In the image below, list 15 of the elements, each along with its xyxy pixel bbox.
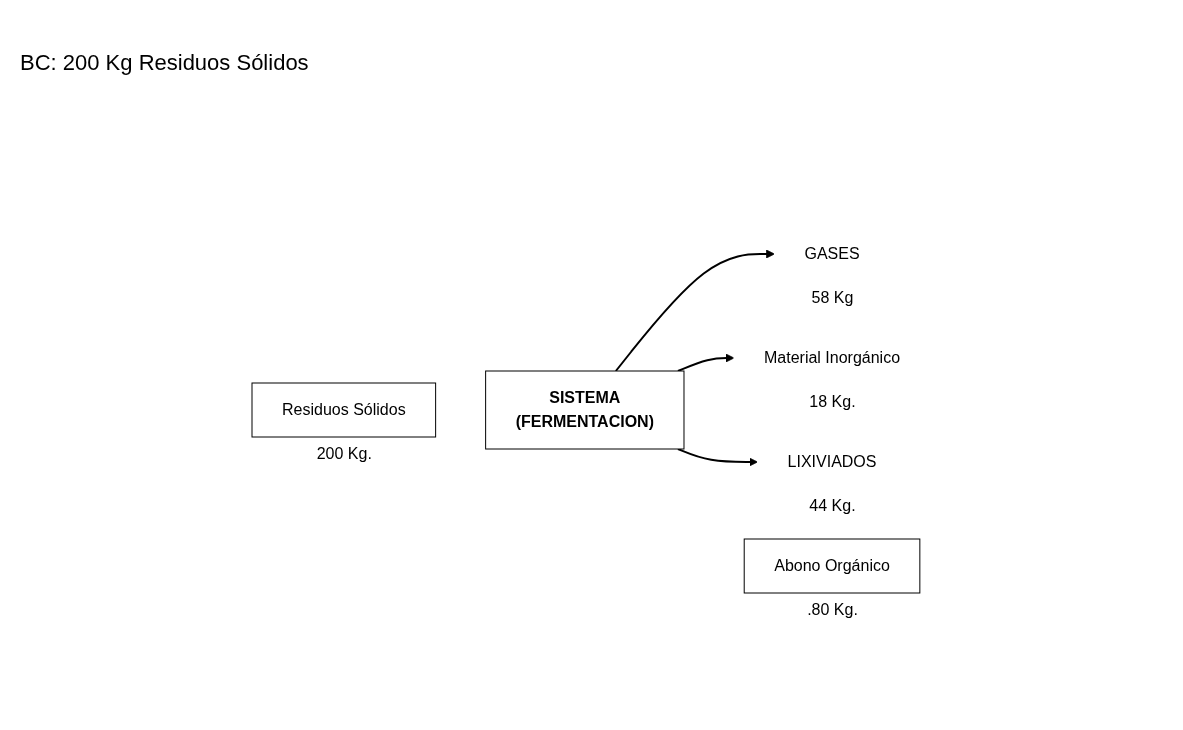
node-text: LIXIVIADOS <box>788 453 877 470</box>
node-box: SISTEMA (FERMENTACION) <box>485 370 685 450</box>
node-text: GASES <box>804 245 861 262</box>
weight-text: 18 Kg. <box>809 393 856 411</box>
arrow <box>677 353 735 372</box>
weight-text: 58 Kg <box>811 289 854 307</box>
weight-text: .80 Kg. <box>807 601 858 619</box>
weight-text: 44 Kg. <box>809 497 856 515</box>
arrow <box>615 249 776 372</box>
node-box: Abono Orgánico <box>744 538 921 594</box>
weight-text: 200 Kg. <box>316 445 372 463</box>
arrow <box>677 448 759 467</box>
node-text: Material Inorgánico <box>764 349 901 366</box>
note-text: BC: 200 Kg Residuos Sólidos <box>20 50 309 76</box>
node-box: Residuos Sólidos <box>251 382 437 438</box>
